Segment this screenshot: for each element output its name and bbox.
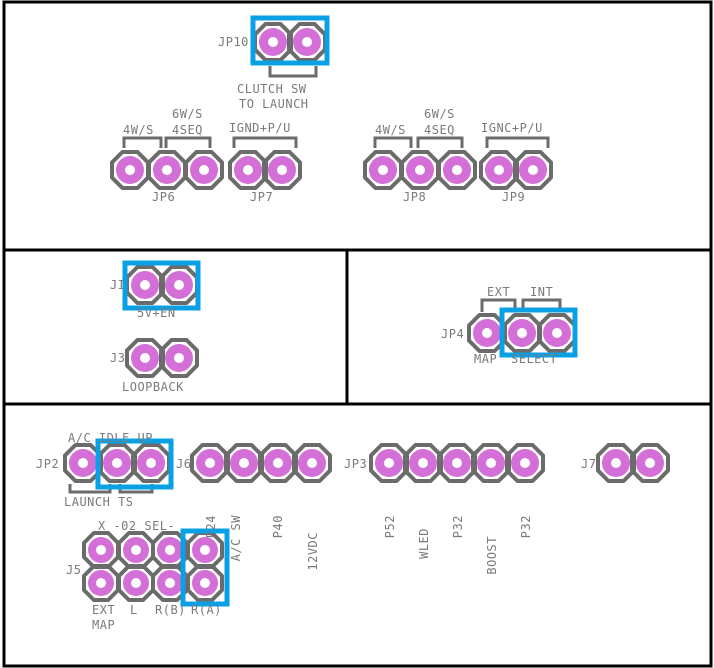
jp2-selection-highlight bbox=[95, 438, 174, 490]
label-jp4: JP4 bbox=[441, 327, 464, 341]
jp2-pin-1 bbox=[63, 443, 103, 483]
jp3-pin-1 bbox=[369, 443, 409, 483]
label-ext: EXT bbox=[487, 285, 510, 299]
label-ac-idle: A/C IDLE UP bbox=[68, 431, 153, 445]
label-jp3: JP3 bbox=[344, 457, 367, 471]
jp2-pin-3 bbox=[131, 443, 171, 483]
j6-pin-3 bbox=[258, 443, 298, 483]
jp7-pin-2 bbox=[262, 150, 302, 190]
j5-col2-pin-2 bbox=[117, 564, 155, 602]
label-boost: BOOST bbox=[485, 536, 499, 575]
j5-col1-pin-2 bbox=[82, 564, 120, 602]
label-j5: J5 bbox=[66, 563, 81, 577]
jp4-selection-highlight bbox=[499, 307, 578, 358]
label-p32a: P32 bbox=[451, 515, 465, 538]
j3-pin-1 bbox=[125, 338, 165, 378]
label-ac-sw: A/C SW bbox=[229, 515, 243, 562]
label-map: MAP bbox=[474, 352, 497, 366]
jp6-pin-1 bbox=[110, 150, 150, 190]
jp8-pin-2 bbox=[400, 150, 440, 190]
label-launch-ts: LAUNCH TS bbox=[64, 495, 134, 509]
jp10-pin-2 bbox=[287, 22, 327, 62]
label-p32b: P32 bbox=[519, 515, 533, 538]
label-j-top: JI bbox=[110, 278, 125, 292]
label-int: INT bbox=[530, 285, 553, 299]
label-loopback: LOOPBACK bbox=[122, 380, 184, 394]
label-jp6-6ws: 6W/S bbox=[172, 107, 203, 121]
j5-col3-pin-1 bbox=[151, 531, 189, 569]
label-jp8-4seq: 4SEQ bbox=[424, 123, 455, 137]
j6-pin-2 bbox=[224, 443, 264, 483]
label-jp8-4ws: 4W/S bbox=[375, 123, 406, 137]
j1-selection-highlight bbox=[122, 260, 201, 311]
j5-col2-pin-1 bbox=[117, 531, 155, 569]
jp9-pin-1 bbox=[479, 150, 519, 190]
panel-top bbox=[2, 0, 713, 252]
jp3-pin-3 bbox=[437, 443, 477, 483]
label-ext-map-2: MAP bbox=[92, 618, 115, 632]
j5-col3-pin-2 bbox=[151, 564, 189, 602]
label-rb: R(B) bbox=[155, 603, 186, 617]
jp2-pin-2 bbox=[97, 443, 137, 483]
label-jp10: JP10 bbox=[218, 35, 249, 49]
jp10-pin-1 bbox=[253, 22, 293, 62]
jp4-pin-3 bbox=[537, 313, 577, 353]
j1-pin-2 bbox=[159, 265, 199, 305]
jp4-pin-1 bbox=[467, 313, 507, 353]
j3-pin-2 bbox=[159, 338, 199, 378]
jp3-pin-2 bbox=[403, 443, 443, 483]
label-j3: J3 bbox=[110, 351, 125, 365]
jp6-pin-2 bbox=[147, 150, 187, 190]
j6-pin-1 bbox=[190, 443, 230, 483]
label-jp8: JP8 bbox=[403, 190, 426, 204]
label-jp7: JP7 bbox=[250, 190, 273, 204]
jp9-pin-2 bbox=[513, 150, 553, 190]
j7-pin-1 bbox=[596, 443, 636, 483]
label-clutch-sw: CLUTCH SW bbox=[237, 82, 307, 96]
jp10-selection-highlight bbox=[250, 15, 330, 66]
label-jp6-4ws: 4W/S bbox=[123, 123, 154, 137]
j5-col4-pin-2 bbox=[186, 564, 224, 602]
jp3-pin-5 bbox=[505, 443, 545, 483]
jp7-pin-1 bbox=[228, 150, 268, 190]
jp4-pin-2 bbox=[502, 313, 542, 353]
label-p40: P40 bbox=[271, 515, 285, 538]
panel-bottom bbox=[2, 402, 713, 668]
label-v12: 12VDC bbox=[306, 532, 320, 571]
label-jp6: JP6 bbox=[152, 190, 175, 204]
j1-pin-1 bbox=[125, 265, 165, 305]
label-sv-en: 5V+EN bbox=[137, 306, 176, 320]
label-sel-hdr: X -02 SEL- bbox=[98, 519, 175, 533]
label-select: SELECT bbox=[511, 352, 557, 366]
label-jp9: JP9 bbox=[502, 190, 525, 204]
j5-col1-pin-1 bbox=[82, 531, 120, 569]
label-jp7-ign: IGND+P/U bbox=[229, 121, 291, 135]
j6-pin-4 bbox=[292, 443, 332, 483]
label-p24: P24 bbox=[204, 515, 218, 538]
label-jp8-6ws: 6W/S bbox=[424, 107, 455, 121]
j5-selection-highlight bbox=[180, 528, 230, 607]
label-jp6-4seq: 4SEQ bbox=[172, 123, 203, 137]
jp8-pin-3 bbox=[437, 150, 477, 190]
label-jp9-ign: IGNC+P/U bbox=[481, 121, 543, 135]
label-j6: J6 bbox=[176, 457, 191, 471]
jp8-pin-1 bbox=[363, 150, 403, 190]
label-ra: R(A) bbox=[191, 603, 222, 617]
jp3-pin-4 bbox=[471, 443, 511, 483]
label-l: L bbox=[130, 603, 138, 617]
label-wled: WLED bbox=[417, 528, 431, 559]
label-jp2: JP2 bbox=[36, 457, 59, 471]
label-ext-map-1: EXT bbox=[92, 603, 115, 617]
j7-pin-2 bbox=[630, 443, 670, 483]
label-to-launch: TO LAUNCH bbox=[239, 97, 309, 111]
label-p52: P52 bbox=[383, 515, 397, 538]
label-j7: J7 bbox=[581, 457, 596, 471]
jp6-pin-3 bbox=[184, 150, 224, 190]
